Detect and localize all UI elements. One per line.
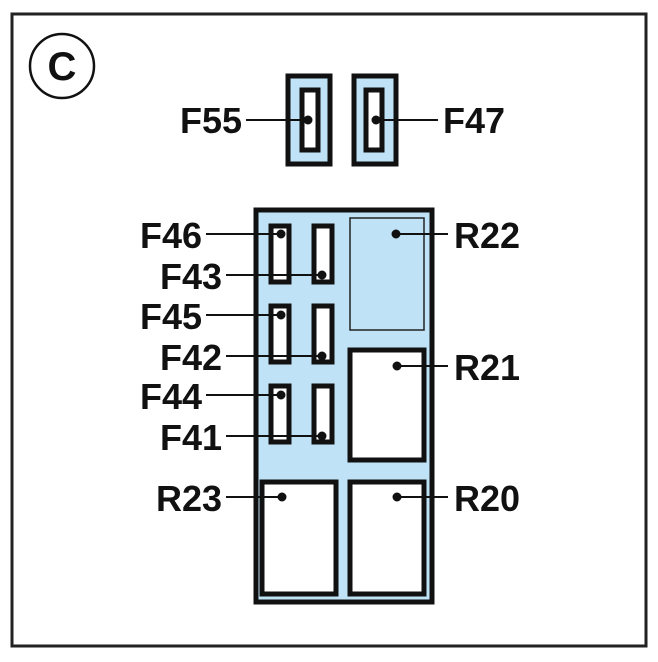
label-f41: F41 — [160, 417, 222, 458]
fuse-f44[interactable] — [268, 383, 292, 445]
panel-label: C — [48, 45, 77, 89]
relay-r20[interactable] — [347, 479, 427, 597]
label-f47: F47 — [443, 100, 505, 141]
fuse-f42[interactable] — [311, 303, 335, 365]
relay-r23[interactable] — [259, 479, 339, 597]
label-f42: F42 — [160, 337, 222, 378]
diagram-frame — [10, 12, 648, 648]
fuse-f46[interactable] — [268, 223, 292, 285]
label-r23: R23 — [156, 478, 222, 519]
label-r20: R20 — [454, 478, 520, 519]
fuse-f45[interactable] — [268, 303, 292, 365]
leader-lines — [206, 115, 448, 502]
relay-r22[interactable] — [349, 217, 425, 331]
label-r21: R21 — [454, 347, 520, 388]
label-f55: F55 — [180, 100, 242, 141]
fuse-f43[interactable] — [311, 223, 335, 285]
fuse-f55[interactable] — [285, 73, 333, 167]
label-r22: R22 — [454, 215, 520, 256]
panel-label-circle — [28, 32, 96, 100]
fuse-f41[interactable] — [311, 383, 335, 445]
relay-r21[interactable] — [347, 347, 427, 463]
label-f43: F43 — [160, 256, 222, 297]
label-f44: F44 — [140, 376, 202, 417]
label-f46: F46 — [140, 215, 202, 256]
label-f45: F45 — [140, 296, 202, 337]
